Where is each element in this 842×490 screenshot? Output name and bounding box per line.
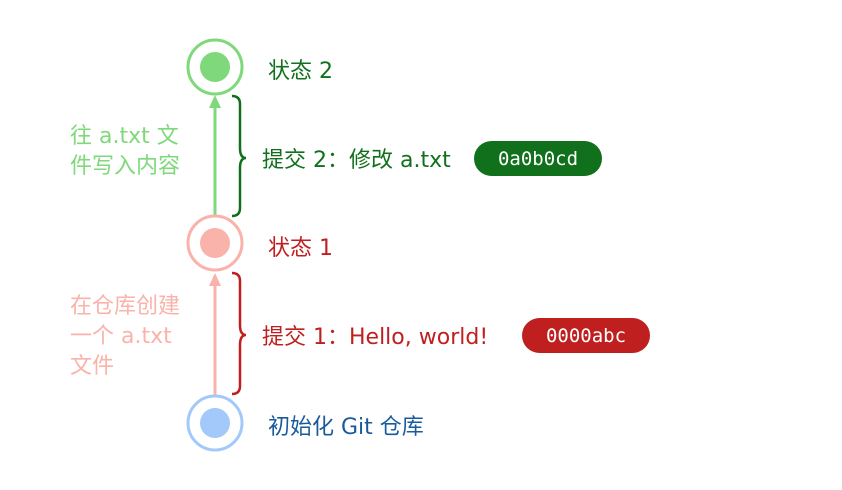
commit2-hash-bg bbox=[474, 141, 602, 176]
node-state2-label: 状态 2 bbox=[268, 59, 333, 84]
commit1-note-line: 文件 bbox=[70, 354, 114, 379]
node-initial bbox=[186, 394, 244, 452]
commit2-label: 提交 2：修改 a.txt bbox=[262, 148, 451, 173]
commit1-brace bbox=[231, 271, 247, 396]
commit2-note: 往 a.txt 文 件写入内容 bbox=[70, 124, 186, 179]
node-state2 bbox=[186, 38, 244, 96]
commit2-hash: 0a0b0cd bbox=[498, 148, 578, 170]
node-state1 bbox=[186, 214, 244, 272]
node-initial-label: 初始化 Git 仓库 bbox=[268, 415, 424, 440]
commit1-hash: 0000abc bbox=[546, 325, 626, 347]
node-initial-dot bbox=[200, 408, 230, 438]
commit1-hash-badge: 0000abc bbox=[522, 318, 650, 353]
commit2-note-line: 件写入内容 bbox=[70, 154, 180, 179]
commit1-note-line: 在仓库创建 bbox=[70, 294, 180, 319]
node-state1-label: 状态 1 bbox=[268, 236, 333, 261]
node-state2-dot bbox=[200, 52, 230, 82]
node-state1-dot bbox=[200, 228, 230, 258]
commit2-note-line: 往 a.txt 文 bbox=[70, 124, 179, 149]
commit2-hash-badge: 0a0b0cd bbox=[474, 141, 602, 176]
commit1-hash-bg bbox=[522, 318, 650, 353]
commit2-brace bbox=[231, 94, 247, 218]
commit1-note-line: 一个 a.txt bbox=[70, 324, 172, 349]
commit1-label: 提交 1：Hello, world! bbox=[262, 325, 488, 350]
commit1-note: 在仓库创建 一个 a.txt 文件 bbox=[70, 294, 187, 379]
arrow-head-initial-to-state1 bbox=[209, 273, 221, 286]
arrow-head-state1-to-state2 bbox=[209, 95, 221, 108]
